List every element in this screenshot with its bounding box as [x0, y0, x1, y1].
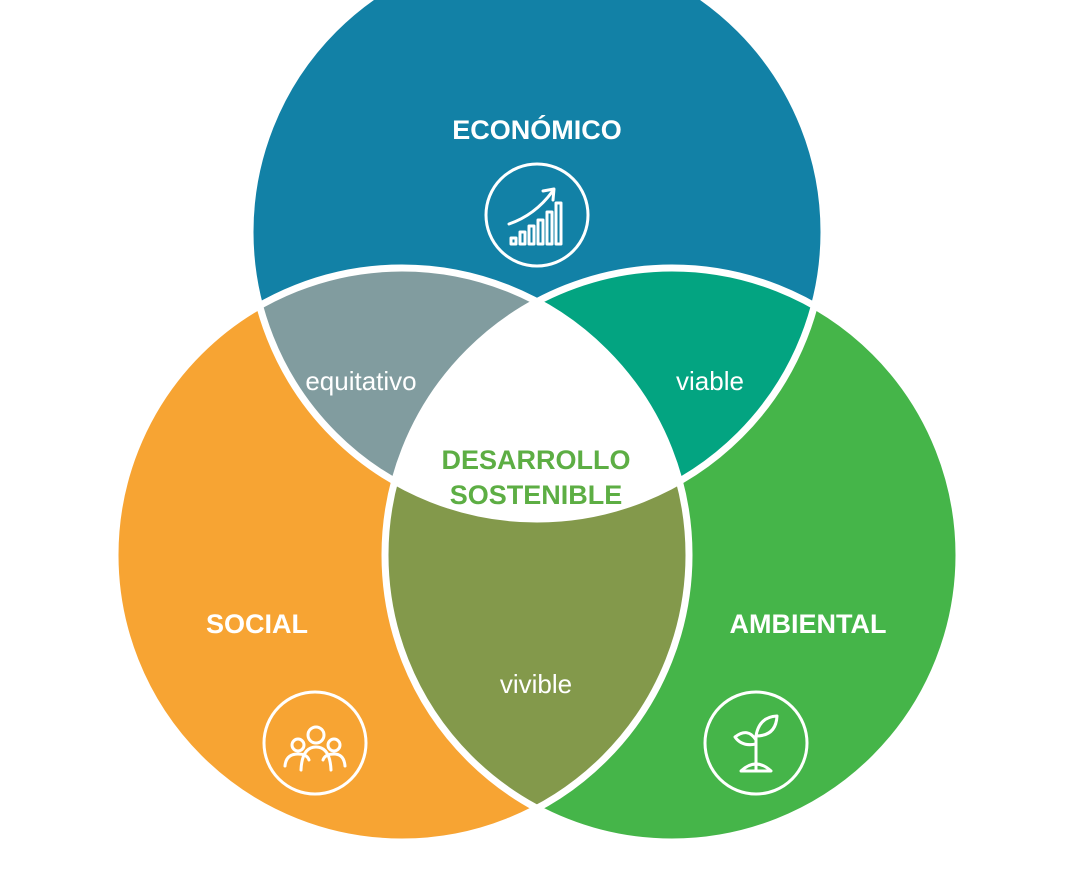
- sprout-icon: [703, 690, 809, 796]
- outline-social: [111, 264, 693, 846]
- label-vivible: vivible: [500, 669, 572, 699]
- label-equitativo: equitativo: [305, 366, 416, 396]
- growth-chart-icon: [484, 162, 590, 268]
- people-group-icon: [262, 690, 368, 796]
- label-ambiental: AMBIENTAL: [730, 609, 887, 639]
- label-viable: viable: [676, 366, 744, 396]
- label-sostenible: SOSTENIBLE: [450, 480, 623, 510]
- label-economico: ECONÓMICO: [452, 114, 622, 145]
- outline-economico: [246, 0, 828, 523]
- outline-ambiental: [381, 264, 963, 846]
- label-desarrollo: DESARROLLO: [442, 445, 631, 475]
- region-desarrollo-sostenible: [385, 268, 689, 519]
- label-social: SOCIAL: [206, 609, 308, 639]
